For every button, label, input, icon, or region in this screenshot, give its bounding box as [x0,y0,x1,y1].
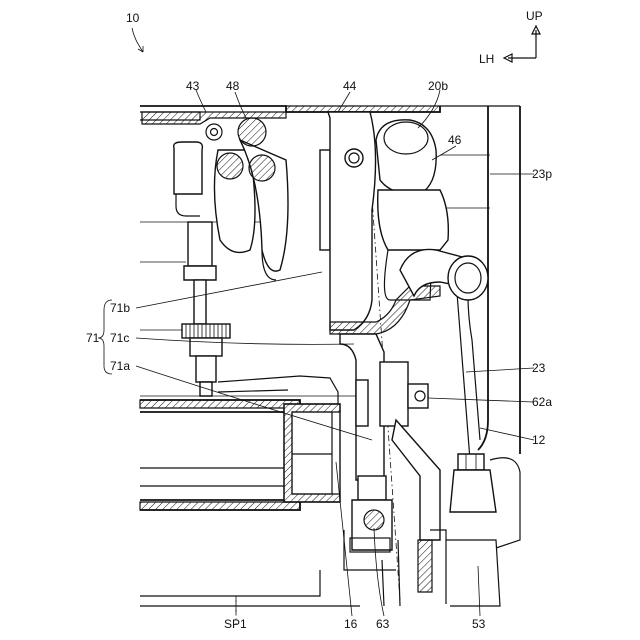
up-label: UP [526,9,543,23]
lh-label: LH [479,52,494,66]
direction-indicator: UP LH [479,9,543,66]
link-rod [340,334,440,606]
bolt-block [430,454,520,606]
label-46: 46 [448,133,462,147]
reference-labels: 43 48 44 20b 46 23p 71 71b 71c 71a 23 62… [86,79,552,631]
label-20b: 20b [428,79,448,93]
label-23p: 23p [532,167,552,181]
wire-bundle [206,118,288,280]
label-44: 44 [343,79,357,93]
label-62a: 62a [532,395,552,409]
leader-lines [98,90,534,616]
label-23: 23 [532,361,546,375]
label-16: 16 [344,617,358,631]
figure-number-pointer [132,28,143,52]
label-71a: 71a [110,359,130,373]
label-48: 48 [226,79,240,93]
label-71: 71 [86,331,100,345]
label-63: 63 [376,617,390,631]
label-53: 53 [472,617,486,631]
label-43: 43 [186,79,200,93]
label-sp1: SP1 [224,617,247,631]
figure-number: 10 [126,11,140,25]
label-71b: 71b [110,301,130,315]
label-12: 12 [532,433,546,447]
label-71c: 71c [110,331,129,345]
bracket-arm [320,112,488,334]
